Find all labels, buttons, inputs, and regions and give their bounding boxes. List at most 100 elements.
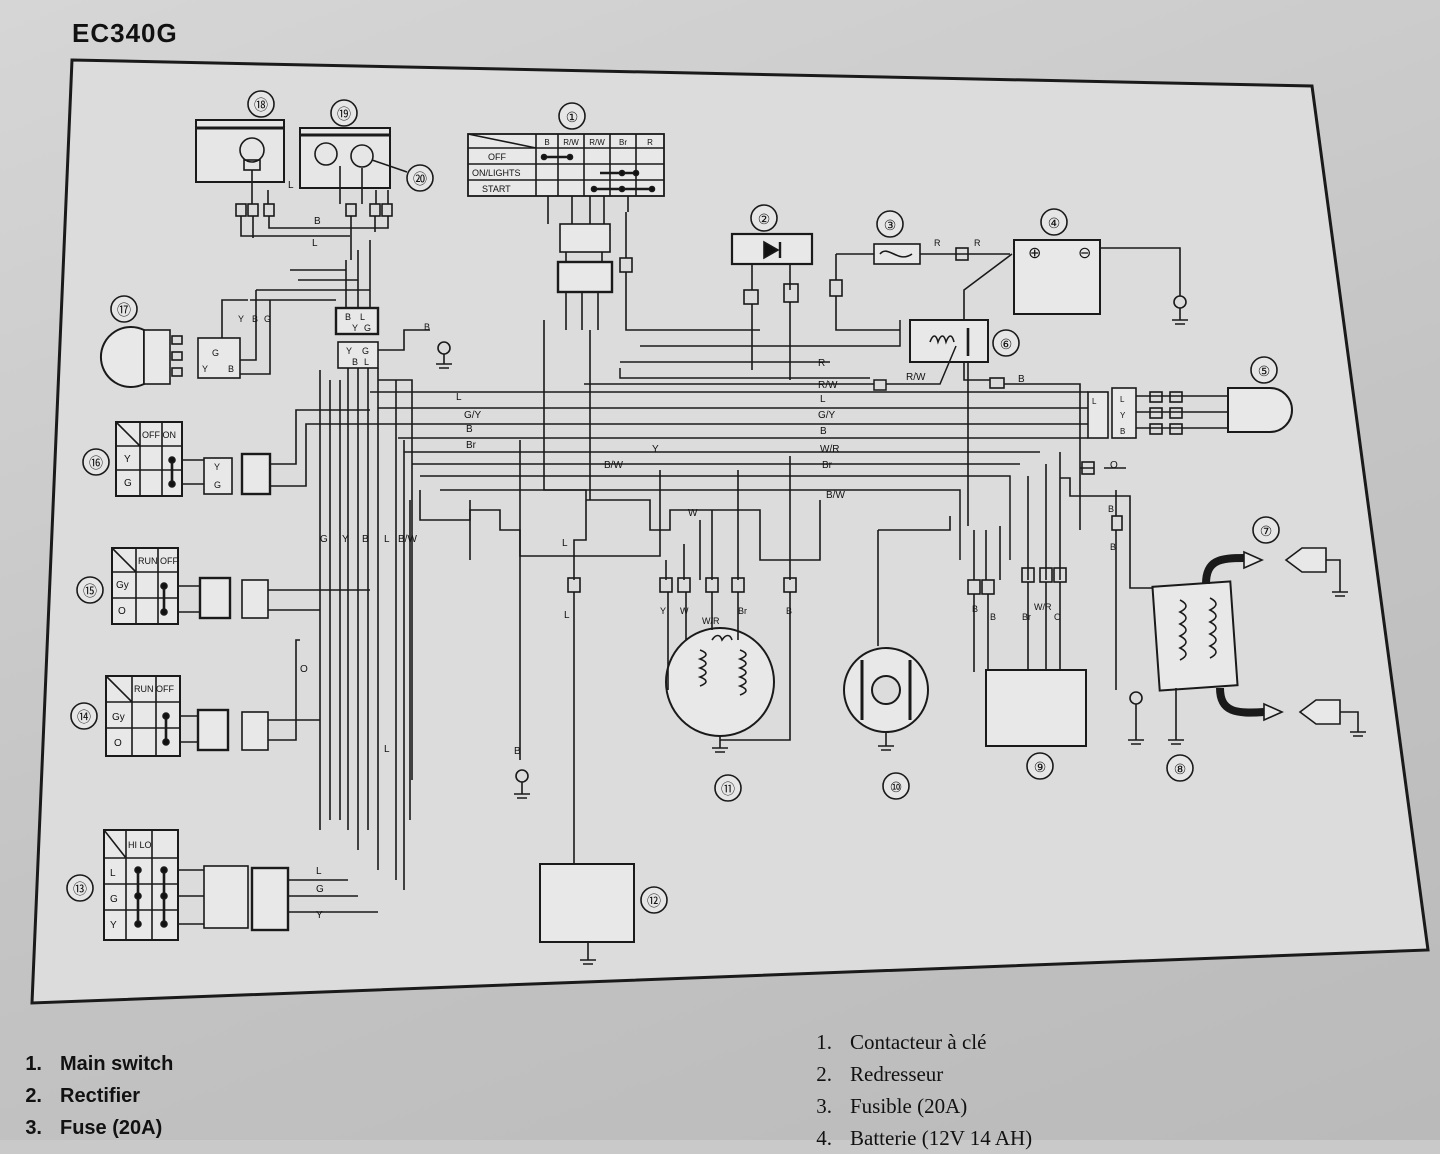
wire-label: Y [316,910,323,921]
wire-label: L [364,357,369,367]
wire-label: B [514,746,521,757]
switch-row: Y [110,920,117,931]
legend-text: Batterie (12V 14 AH) [850,1125,1033,1150]
wire-label: W [688,508,698,519]
lower-routing: B L L W [419,320,821,864]
wire-label: G [316,884,324,895]
main-switch-1: ① B R/W R/W Br R OFF ON/LIGHTS START [467,102,760,331]
label-9: ⑨ [1034,759,1047,775]
wire-label: L [564,610,570,621]
wiring-diagram: ⑱ ⑲ ⑳ L B L ① [30,58,1430,1005]
wire-label: G [212,348,219,358]
label-6: ⑥ [1000,336,1013,352]
wire-label: B [345,312,351,322]
wire-label: L [1092,397,1097,406]
legend-row: 2. Redresseur [790,1058,1032,1090]
battery-4: ④ ⊕ ⊖ [963,208,1188,325]
wire-label: L [1120,395,1125,404]
pos-label: ON/LIGHTS [472,168,521,178]
legend-text: Contacteur à clé [850,1029,987,1054]
wire-label: Y [1120,411,1126,420]
legend-num: 1. [25,1052,42,1075]
diagram-frame [30,58,1430,1005]
wire-label: G [364,323,371,333]
wire-label: O [300,664,308,675]
legend-row: 2.Rectifier [0,1080,173,1112]
wire-label: B/W [604,460,623,471]
wire-label: G/Y [464,410,482,421]
wire-label: O [1054,612,1061,622]
legend-text: Redresseur [850,1061,944,1086]
switch-header: RUN OFF [138,556,178,566]
wire-label: Br [466,440,477,451]
legend-num: 2. [25,1084,42,1107]
main-harness: L G/Y B Br B/W Y R R/W R/W L G/Y B W/R B… [370,320,1118,560]
central-connectors: B L Y G Y G B L B [250,240,452,890]
wire-label: G [362,346,369,356]
wire-label: B [252,314,258,324]
label-5: ⑤ [1258,363,1271,379]
wire-label: Y [238,314,244,324]
wire-label: B/W [826,490,845,501]
switch-14: ⑭ RUN OFF Gy O [70,639,320,757]
label-14: ⑭ [77,709,91,725]
wire-label: Y [342,534,349,545]
legend-row: 3.Fusible (20A) [790,1090,1032,1122]
wire-label: R [934,238,941,248]
wire-label: G [264,314,271,324]
switch-row: Gy [116,580,129,591]
wire-label: B [1018,374,1025,385]
vertical-wire-labels: G Y B L B/W O L [300,534,417,755]
wire-label: G [214,480,221,490]
wire-label: W/R [820,444,839,455]
pickup-coil-10: ⑩ [843,516,951,800]
tail-light-5: ⑤ L L Y B [1087,356,1293,439]
label-15: ⑮ [83,583,97,599]
wire-label: R [974,238,981,248]
label-3: ③ [884,217,897,233]
col-label: Br [619,138,627,147]
switch-row: O [118,606,126,617]
wire-label: B [352,357,358,367]
wire-label: Br [1022,612,1031,622]
label-2: ② [758,211,771,227]
wire-label: W/R [1034,602,1052,612]
wire-label: Br [822,460,833,471]
wire-label: L [312,238,318,249]
switch-row: L [110,868,116,879]
wire-label: W [680,606,689,616]
wire-label: Y [346,346,352,356]
switch-16: ⑯ OFF ON Y G Y G [82,409,388,497]
wire-label: Y [652,444,659,455]
col-label: R [647,138,653,147]
legend-num: 4. [816,1125,832,1150]
wire-label: B [424,322,430,332]
cdi-unit-12: ⑫ [539,863,668,965]
legend-num: 1. [816,1029,832,1054]
wire-label: Y [214,462,220,472]
label-18: ⑱ [254,97,268,113]
switch-header: OFF ON [142,430,176,440]
wire-label: W/R [702,616,720,626]
legend-row: 1. Contacteur à clé [790,1026,1032,1058]
plus-sign: ⊕ [1028,245,1041,262]
pos-label: OFF [488,152,506,162]
label-13: ⑬ [73,881,87,897]
switch-header: RUN OFF [134,684,174,694]
legend-num: 2. [816,1061,832,1086]
wire-label: B [362,534,369,545]
legend-num: 3. [25,1116,42,1139]
wire-label: B [314,216,321,227]
wire-label: Br [738,606,747,616]
wire-label: B [786,606,792,616]
legend-text: Fusible (20A) [850,1093,968,1118]
wire-label: L [384,534,390,545]
wire-label: L [820,394,826,405]
wire-label: B [820,426,827,437]
switch-row: Y [124,454,131,465]
legend-text: Main switch [60,1052,174,1075]
col-label: B [544,138,549,147]
legend-row: 3.Fuse (20A) [0,1112,173,1144]
minus-sign: ⊖ [1078,245,1091,262]
label-16: ⑯ [89,455,103,471]
